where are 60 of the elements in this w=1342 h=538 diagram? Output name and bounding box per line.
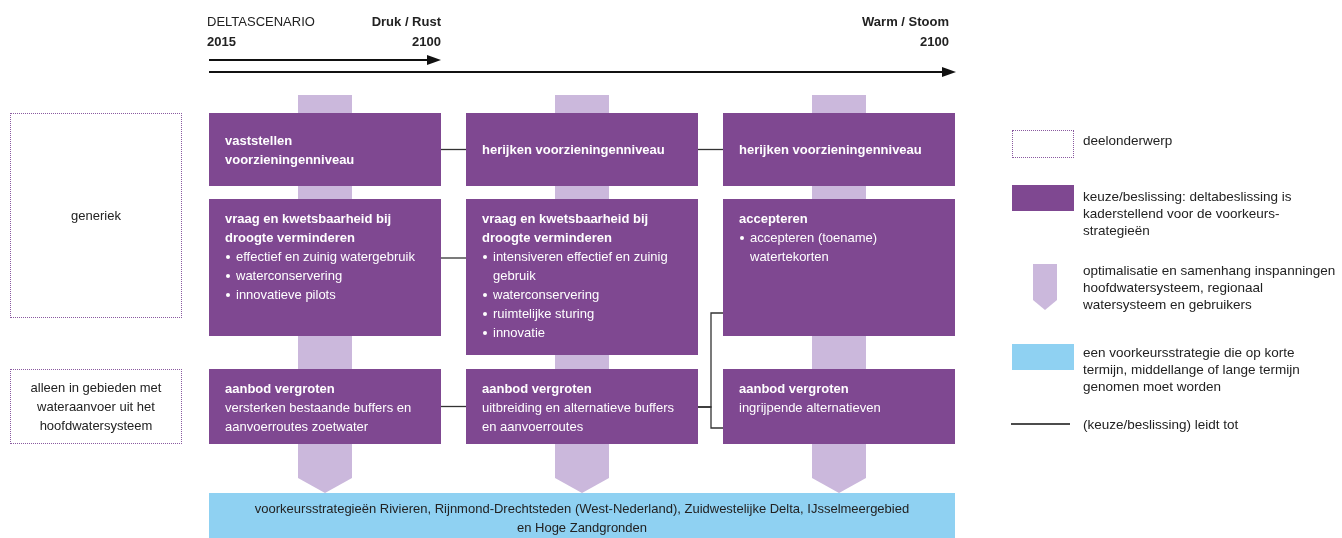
- year-label: 2100: [412, 34, 441, 50]
- legend-text: (keuze/beslissing) leidt tot: [1083, 416, 1240, 433]
- block-arrow: [812, 444, 866, 493]
- bullet-item: waterconservering: [482, 285, 682, 304]
- connector-band: [812, 336, 866, 369]
- year-label: 2100: [920, 34, 949, 50]
- box-text: generiek: [71, 207, 121, 225]
- connector-band: [555, 186, 609, 199]
- connector-band: [812, 186, 866, 199]
- bullet-item: innovatie: [482, 323, 682, 342]
- decision-box: [209, 113, 441, 186]
- connector-band: [298, 186, 352, 199]
- box-text: alleen in gebieden met wateraanvoer uit het hoofdwatersysteem: [29, 379, 163, 435]
- year-label: 2015: [207, 34, 236, 50]
- decision-box: [466, 113, 698, 186]
- box-text: ingrijpende alternatieven: [739, 399, 882, 417]
- bullet-item: ruimtelijke sturing: [482, 304, 682, 323]
- decision-box: [466, 369, 698, 444]
- decision-box: [209, 199, 441, 336]
- decision-box: [466, 199, 698, 355]
- legend-text: een voorkeursstrategie die op korte termijn, middellange of lange termijn genomen moet worden: [1083, 344, 1301, 395]
- bullet-item: innovatieve pilots: [225, 285, 425, 304]
- legend-text: optimalisatie en samenhang inspanningen hoofdwatersysteem, regionaal watersysteem en gebruikers: [1083, 262, 1337, 313]
- legend-text: deelonderwerp: [1083, 132, 1174, 149]
- connector-band: [298, 336, 352, 369]
- connector-line: [440, 405, 467, 408]
- box-heading: vaststellen voorzieningenniveau: [225, 131, 356, 169]
- connector-line: [697, 406, 724, 429]
- connector-line: [440, 257, 467, 259]
- decision-box: [723, 113, 955, 186]
- scenario-label: Druk / Rust: [371, 14, 441, 30]
- connector-band: [555, 95, 609, 113]
- connector-band: [555, 355, 609, 369]
- scenario-label: Warm / Stoom: [862, 14, 949, 30]
- connector-band: [298, 95, 352, 113]
- box-heading: accepteren: [739, 210, 809, 228]
- subtopic-box: [10, 113, 182, 318]
- connector-band: [812, 95, 866, 113]
- scenario-label: DELTASCENARIO: [207, 14, 315, 30]
- box-heading: herijken voorzieningenniveau: [482, 141, 665, 159]
- box-heading: aanbod vergroten: [739, 380, 850, 398]
- connector-line: [440, 148, 467, 151]
- box-text: versterken bestaande buffers en aanvoerroutes zoetwater: [225, 399, 413, 436]
- connector-line: [697, 148, 724, 151]
- box-text: voorkeursstrategieën Rivieren, Rijnmond-Drechtsteden (West-Nederland), Zuidwestelijke Delta, IJsselmeergebied en Hoge Zandgronden: [253, 500, 911, 537]
- strategy-bar: [209, 493, 955, 538]
- decision-box: [723, 199, 955, 336]
- legend-text: keuze/beslissing: deltabeslissing is kaderstellend voor de voorkeurs-strategieën: [1083, 188, 1293, 239]
- block-arrow: [555, 444, 609, 493]
- box-heading: herijken voorzieningenniveau: [739, 141, 922, 159]
- box-heading: aanbod vergroten: [225, 380, 336, 398]
- box-text: uitbreiding en alternatieve buffers en aanvoerroutes: [482, 399, 675, 436]
- block-arrow: [298, 444, 352, 493]
- bullet-item: effectief en zuinig watergebruik: [225, 247, 425, 266]
- bullet-item: waterconservering: [225, 266, 425, 285]
- bullet-item: accepteren (toename) watertekorten: [739, 228, 939, 266]
- decision-box: [209, 369, 441, 444]
- box-heading: aanbod vergroten: [482, 380, 593, 398]
- subtopic-box: [10, 369, 182, 444]
- decision-box: [723, 369, 955, 444]
